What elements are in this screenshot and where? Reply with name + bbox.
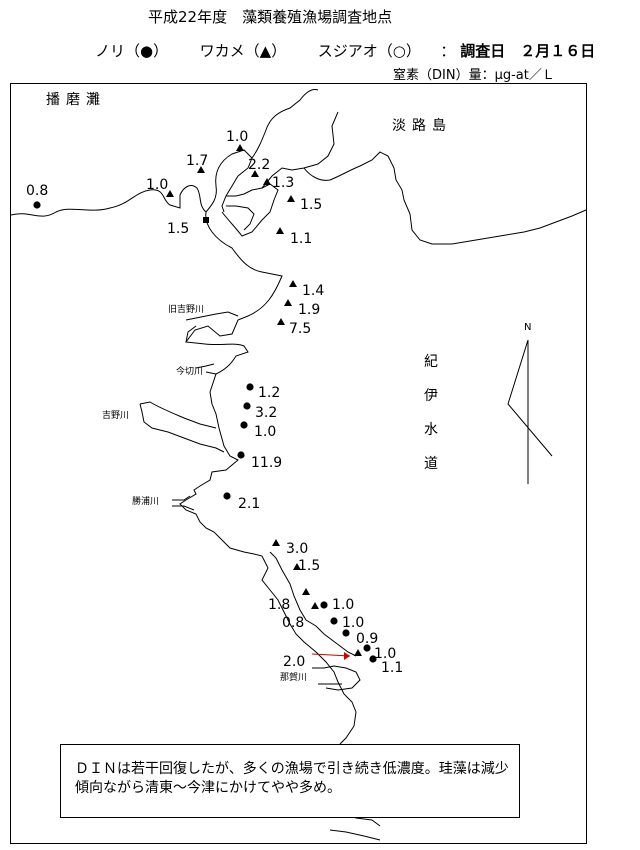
station-value-label: 1.0 bbox=[374, 646, 396, 662]
coastline bbox=[10, 185, 357, 745]
region-kii-1: 紀 bbox=[424, 354, 438, 370]
station-value-label: 1.5 bbox=[298, 558, 320, 574]
wakame-station-marker bbox=[166, 190, 174, 197]
station-markers: 0.81.01.71.02.21.31.51.51.11.41.97.51.23… bbox=[26, 129, 403, 676]
station-value-label: 0.8 bbox=[26, 183, 48, 199]
compass-arrow bbox=[507, 339, 553, 484]
legend-wakame: ワカメ（▲） bbox=[199, 42, 287, 60]
wakame-station-marker bbox=[287, 195, 295, 202]
station-value-label: 0.8 bbox=[282, 615, 304, 631]
station-value-label: 1.8 bbox=[268, 597, 290, 613]
station-value-label: 1.0 bbox=[146, 177, 168, 193]
label-imagire-river: 今切川 bbox=[176, 365, 203, 377]
nori-station-marker bbox=[342, 629, 350, 637]
wakame-station-marker bbox=[354, 649, 362, 656]
region-harima: 播磨灘 bbox=[46, 92, 106, 108]
wakame-station-marker bbox=[272, 539, 280, 546]
station-value-label: 1.0 bbox=[226, 129, 248, 145]
kyuyoshino-bank bbox=[185, 325, 197, 343]
wakame-station-marker bbox=[284, 299, 292, 306]
map-frame bbox=[10, 83, 587, 844]
legend: ノリ（●） ワカメ（▲） スジアオ（○） ： 調査日 ２月１６日 bbox=[95, 40, 595, 61]
compass-north-label: N bbox=[524, 322, 531, 333]
station-value-label: 11.9 bbox=[251, 455, 282, 471]
nori-station-marker bbox=[33, 201, 41, 209]
inner-channel bbox=[226, 205, 255, 231]
region-awaji: 淡路島 bbox=[392, 118, 452, 134]
wakame-station-marker bbox=[276, 227, 284, 234]
station-value-label: 3.2 bbox=[255, 405, 277, 421]
station-value-label: 1.1 bbox=[381, 660, 403, 676]
label-katsuura-river: 勝浦川 bbox=[132, 495, 159, 507]
survey-date: 調査日 ２月１６日 bbox=[460, 42, 596, 60]
nori-station-marker bbox=[223, 492, 231, 500]
station-value-label: 3.0 bbox=[286, 541, 308, 557]
wakame-station-marker bbox=[197, 166, 205, 173]
wakame-station-marker bbox=[263, 178, 271, 185]
region-kii-4: 道 bbox=[424, 456, 438, 472]
imagire-river bbox=[195, 363, 217, 375]
station-value-label: 1.0 bbox=[332, 597, 354, 613]
station-value-label: 1.2 bbox=[258, 385, 280, 401]
station-value-label: 7.5 bbox=[289, 321, 311, 337]
station-value-label: 1.0 bbox=[342, 615, 364, 631]
nori-station-marker bbox=[369, 655, 377, 663]
kyuyoshino-river bbox=[185, 311, 239, 321]
legend-sujiao: スジアオ（○） bbox=[317, 42, 421, 60]
region-kii-3: 水 bbox=[424, 422, 438, 438]
station-value-label: 1.7 bbox=[186, 153, 208, 169]
wakame-station-marker bbox=[311, 602, 319, 609]
unit-label: 窒素（DIN）量：μg-at／Ｌ bbox=[393, 68, 555, 83]
station-value-label: 1.1 bbox=[290, 231, 312, 247]
station-value-label: 2.2 bbox=[248, 157, 270, 173]
summary-note: ＤＩＮは若干回復したが、多くの漁場で引き続き低濃度。珪藻は減少傾向ながら清東～今… bbox=[60, 744, 520, 818]
station-value-label: 1.3 bbox=[272, 175, 294, 191]
nori-station-marker bbox=[237, 451, 245, 459]
naruto-coast bbox=[205, 149, 253, 213]
map-title: 平成22年度 藻類養殖漁場調査地点 bbox=[148, 8, 393, 26]
ogejima-coast bbox=[221, 183, 279, 237]
station-value-label: 2.1 bbox=[238, 496, 260, 512]
nori-station-marker bbox=[330, 617, 338, 625]
naruto-strait bbox=[261, 111, 339, 189]
wakame-station-marker bbox=[302, 588, 310, 595]
nori-station-marker bbox=[363, 644, 371, 652]
wakame-station-marker bbox=[251, 170, 259, 177]
station-value-label: 1.9 bbox=[298, 302, 320, 318]
station-value-label: 1.5 bbox=[167, 221, 189, 237]
naka-river bbox=[312, 665, 361, 691]
station-value-label: 1.5 bbox=[300, 197, 322, 213]
wakame-station-marker bbox=[277, 318, 285, 325]
komatsushima bbox=[269, 551, 357, 657]
nori-station-marker bbox=[243, 402, 251, 410]
legend-colon: ： bbox=[440, 42, 456, 60]
station-value-label: 2.0 bbox=[283, 654, 305, 670]
region-kii-2: 伊 bbox=[424, 388, 438, 404]
station-value-label: 0.9 bbox=[356, 631, 378, 647]
label-kyuyoshino-river: 旧吉野川 bbox=[168, 304, 204, 315]
label-naka-river: 那賀川 bbox=[280, 671, 307, 683]
yoshino-river bbox=[139, 401, 225, 453]
station-value-label: 1.4 bbox=[302, 283, 324, 299]
nori-station-marker bbox=[320, 601, 328, 609]
wakame-station-marker bbox=[289, 280, 297, 287]
pointer-arrow bbox=[311, 652, 351, 660]
legend-nori: ノリ（●） bbox=[95, 42, 169, 60]
station-value-label: 1.0 bbox=[254, 424, 276, 440]
wakame-station-marker bbox=[293, 563, 301, 570]
wakame-station-marker bbox=[236, 144, 244, 151]
label-yoshino-river: 吉野川 bbox=[102, 410, 129, 421]
kitanada-coast bbox=[251, 89, 319, 159]
katsuura-river bbox=[172, 495, 195, 511]
sujiao-station-marker bbox=[203, 217, 209, 223]
nori-station-marker bbox=[246, 383, 254, 391]
nori-station-marker bbox=[240, 421, 248, 429]
awaji-coast bbox=[303, 151, 587, 245]
